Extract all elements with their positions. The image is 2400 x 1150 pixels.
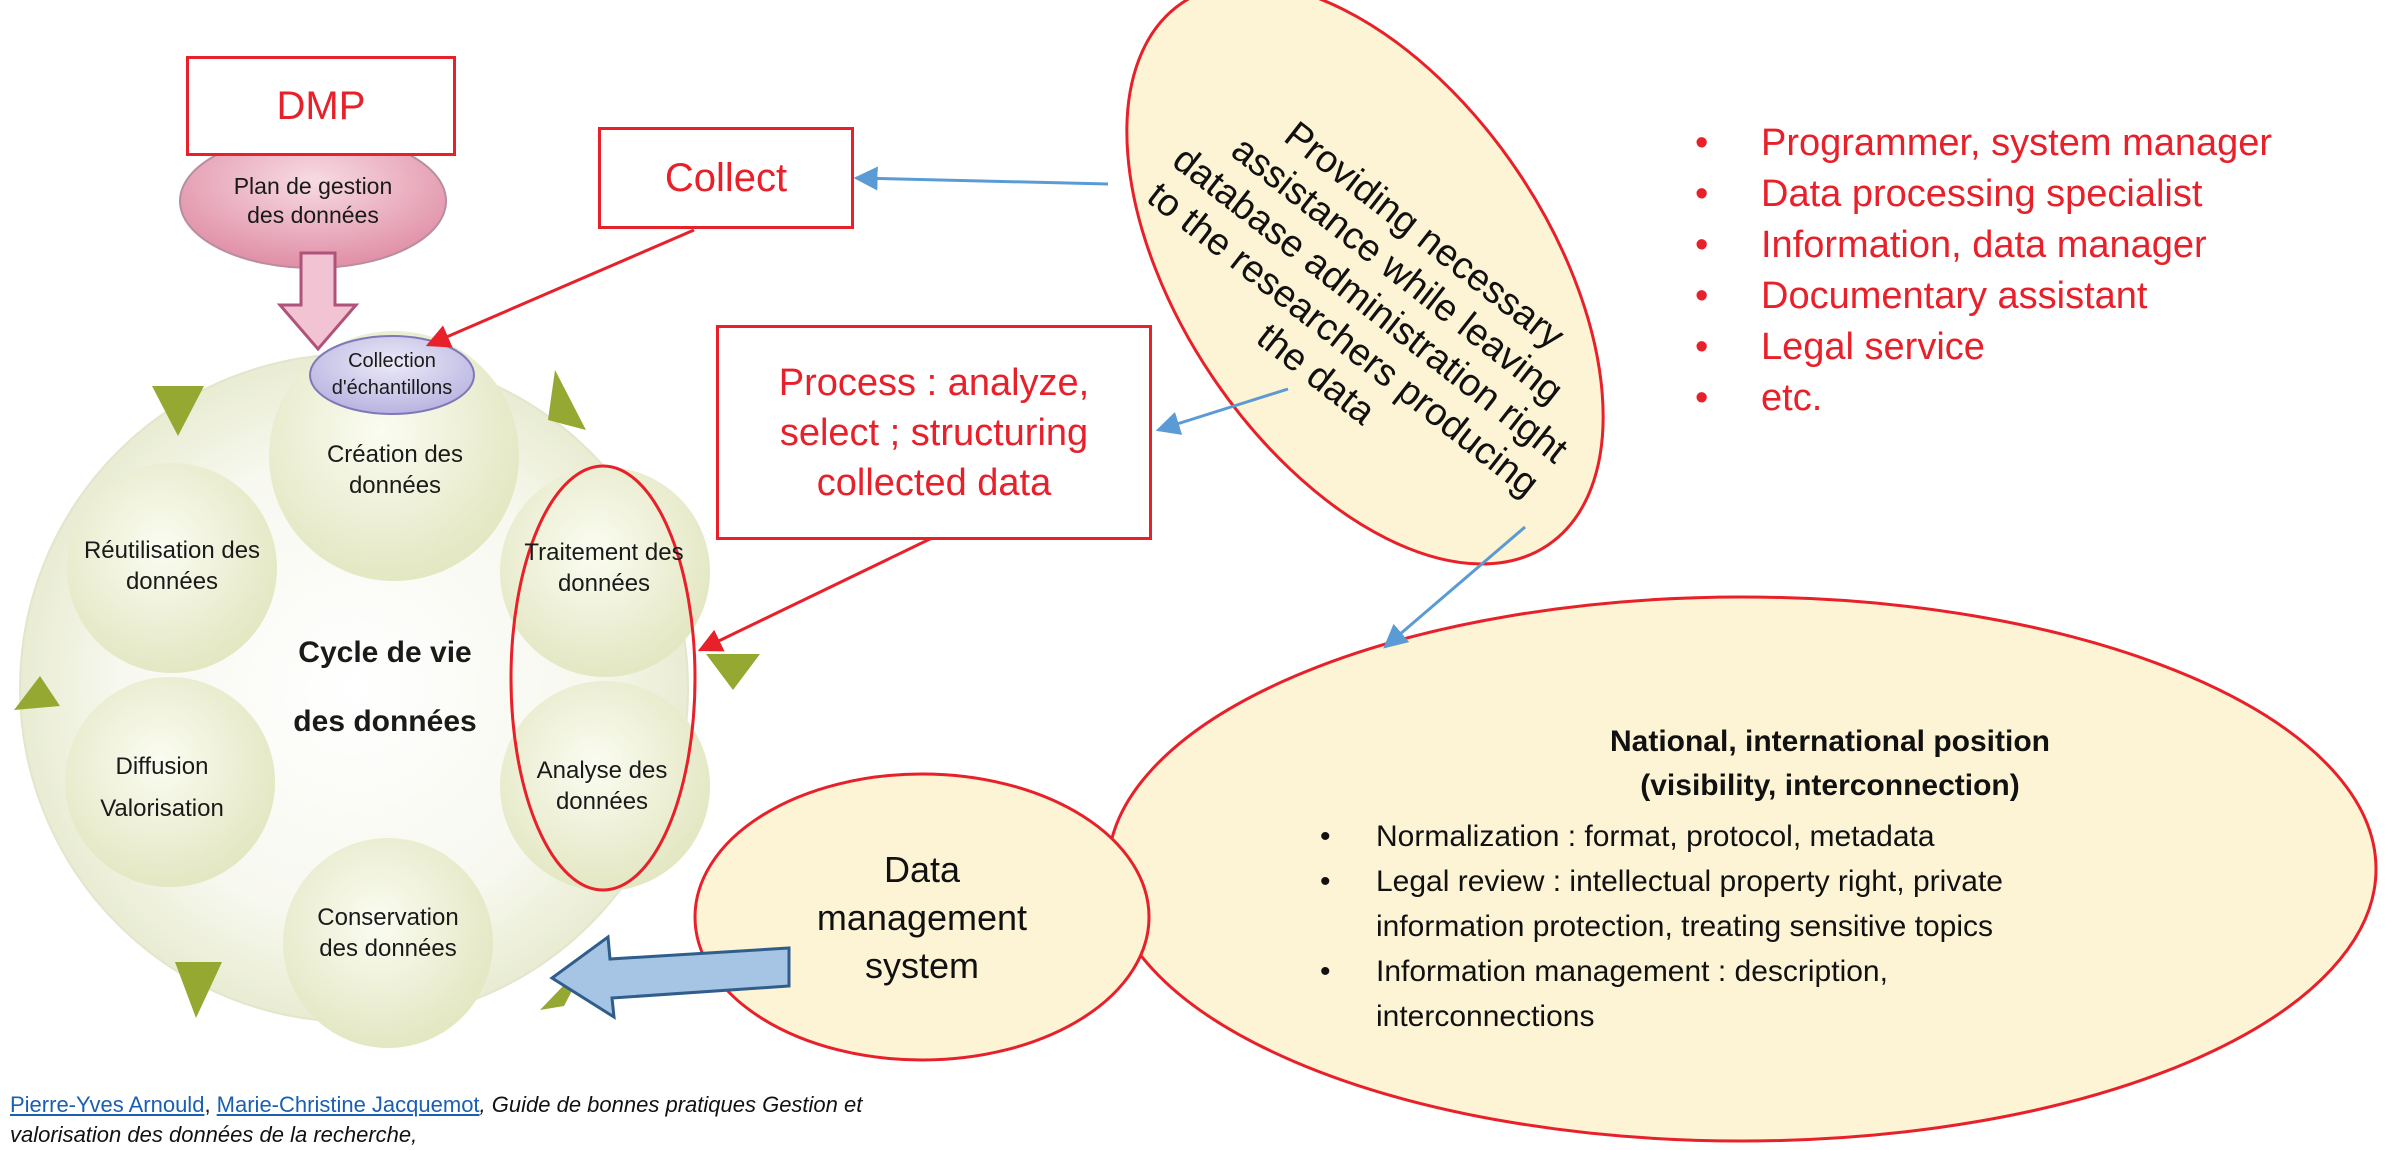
position-item: Legal review : intellectual property rig… bbox=[1310, 859, 2096, 949]
citation: Pierre-Yves Arnould, Marie-Christine Jac… bbox=[10, 1090, 910, 1150]
roles-list: Programmer, system manager Data processi… bbox=[1695, 118, 2272, 424]
position-title-line2: (visibility, interconnection) bbox=[1640, 769, 2020, 802]
role-item: Legal service bbox=[1695, 322, 2272, 373]
citation-author1-link[interactable]: Pierre-Yves Arnould bbox=[10, 1092, 205, 1117]
dms-to-cycle-block-arrow bbox=[549, 934, 791, 1020]
dmp-label: DMP bbox=[276, 83, 366, 128]
stage-circle-diffusion bbox=[65, 677, 275, 887]
stage-label-diffusion: Diffusion Valorisation bbox=[100, 753, 224, 822]
collect-to-collection-arrow bbox=[425, 228, 695, 348]
role-item: Programmer, system manager bbox=[1695, 118, 2272, 169]
role-item: Documentary assistant bbox=[1695, 271, 2272, 322]
stage-circle-reutilisation bbox=[67, 463, 277, 673]
process-to-traitement-arrow bbox=[697, 536, 933, 652]
plan-down-arrow bbox=[276, 251, 360, 352]
stage-circle-conservation bbox=[283, 838, 493, 1048]
stage-label-conservation: Conservation des données bbox=[317, 903, 459, 962]
dms-label: Data management system bbox=[816, 849, 1028, 986]
position-list: Normalization : format, protocol, metada… bbox=[1310, 814, 2350, 1039]
assistance-to-process-arrow bbox=[1155, 387, 1289, 435]
stage-label-reutilisation: Réutilisation des données bbox=[83, 536, 261, 595]
cycle-triangle bbox=[706, 654, 760, 690]
cycle-triangle bbox=[14, 676, 60, 710]
cycle-triangle bbox=[175, 962, 222, 1018]
dms-ellipse-shape bbox=[693, 772, 1151, 1062]
cycle-title-line2: des données bbox=[293, 705, 477, 738]
stage-label-traitement: Traitement des données bbox=[524, 538, 684, 597]
role-item: Data processing specialist bbox=[1695, 169, 2272, 220]
position-title: National, international position (visibi… bbox=[1310, 720, 2350, 808]
cycle-triangle bbox=[152, 386, 204, 436]
position-block: National, international position (visibi… bbox=[1310, 720, 2350, 1039]
process-label: Process : analyze, select ; structuring … bbox=[778, 361, 1090, 504]
assistance-to-position-arrow bbox=[1383, 525, 1526, 649]
position-item: Normalization : format, protocol, metada… bbox=[1310, 814, 2350, 859]
process-box: Process : analyze, select ; structuring … bbox=[716, 325, 1152, 540]
collection-label: Collection d'échantillons bbox=[331, 350, 453, 399]
role-item: Information, data manager bbox=[1695, 220, 2272, 271]
stage-circle-analyse bbox=[500, 681, 710, 891]
citation-separator: , bbox=[204, 1092, 217, 1117]
collect-box: Collect bbox=[598, 127, 854, 229]
assistance-ellipse-shape bbox=[1125, 0, 1605, 566]
stage-circle-traitement bbox=[500, 467, 710, 677]
collection-ellipse-shape bbox=[309, 335, 475, 415]
position-title-line1: National, international position bbox=[1609, 725, 2050, 758]
assistance-to-collect-arrow bbox=[853, 166, 1109, 191]
position-item: Information management : description, in… bbox=[1310, 949, 1996, 1039]
cycle-triangle bbox=[548, 370, 586, 430]
dmp-box: DMP bbox=[186, 56, 456, 156]
collect-label: Collect bbox=[664, 155, 788, 200]
highlight-ellipse bbox=[509, 464, 697, 892]
cycle-title-line1: Cycle de vie bbox=[298, 636, 472, 669]
plan-label: Plan de gestion des données bbox=[233, 173, 393, 228]
stage-label-creation: Création des données bbox=[326, 440, 464, 499]
citation-author2-link[interactable]: Marie-Christine Jacquemot bbox=[216, 1092, 480, 1117]
role-item: etc. bbox=[1695, 373, 2272, 424]
stage-label-analyse: Analyse des données bbox=[536, 756, 668, 815]
citation-title: , Guide de bonnes pratiques Gestion et v… bbox=[10, 1092, 863, 1147]
